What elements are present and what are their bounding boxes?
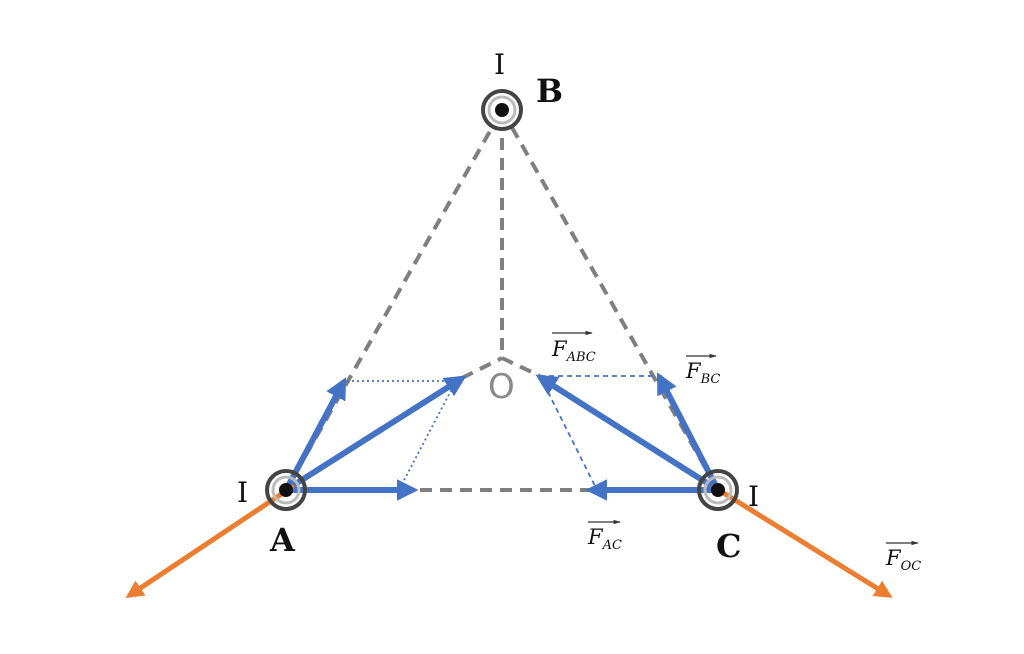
svg-text:FBC: FBC	[685, 359, 720, 387]
point-label-c: C	[716, 527, 741, 565]
force-c-resultant-inward	[535, 374, 721, 493]
par-line-a-side	[399, 380, 457, 489]
wire-a	[265, 469, 307, 511]
force-label-ac-main: F	[587, 525, 604, 549]
current-label-a: I	[237, 476, 248, 509]
force-label-ac: FAC	[587, 519, 622, 553]
force-vectors	[283, 372, 721, 501]
svg-text:FOC: FOC	[885, 546, 921, 574]
line-ab	[284, 109, 504, 491]
resultant-a-outward	[125, 484, 295, 598]
point-label-a: A	[269, 521, 296, 559]
force-c-toward-b	[657, 372, 721, 493]
wire-c	[697, 469, 739, 511]
force-a-resultant-inward	[283, 375, 467, 493]
line-ao	[461, 356, 503, 380]
svg-text:FABC: FABC	[551, 337, 596, 365]
force-label-oc-sub: OC	[901, 559, 922, 574]
force-label-bc-sub: BC	[700, 372, 721, 387]
svg-text:FAC: FAC	[587, 525, 622, 553]
force-label-bc-main: F	[685, 359, 702, 383]
wire-b	[481, 89, 523, 131]
current-label-b: I	[494, 48, 505, 81]
force-label-oc: FOC	[885, 540, 921, 574]
construction-lines	[284, 109, 720, 492]
force-label-abc-main: F	[551, 337, 568, 361]
current-label-c: I	[748, 480, 759, 513]
force-label-bc: FBC	[685, 353, 720, 387]
force-label-abc: FABC	[551, 330, 596, 365]
force-label-oc-main: F	[885, 546, 902, 570]
point-label-o: O	[488, 367, 515, 407]
force-label-ac-sub: AC	[602, 538, 622, 553]
resultant-vectors	[125, 484, 893, 598]
force-label-abc-sub: ABC	[566, 350, 596, 365]
point-label-b: B	[536, 72, 563, 110]
line-co	[501, 356, 541, 378]
resultant-c-outward	[711, 484, 893, 598]
